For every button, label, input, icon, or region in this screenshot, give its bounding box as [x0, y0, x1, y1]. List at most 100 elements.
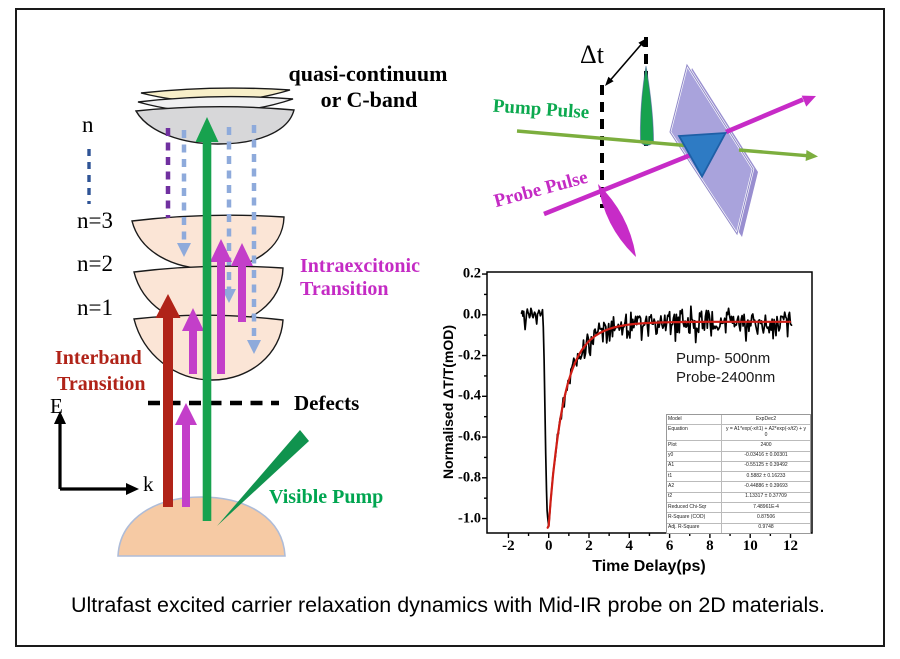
y-tick-label: 0.2: [462, 265, 481, 282]
relaxation-arrow-3: [247, 125, 261, 354]
energy-level-diagram: [54, 87, 309, 557]
fit-table-row: Plot 2400: [667, 440, 810, 451]
chart-plot-box: [486, 271, 813, 534]
series-ExpDec2-fit: [546, 320, 792, 529]
sample-crystal: [677, 131, 728, 179]
fit-table-value: -0.03416 ± 0.00301: [744, 452, 788, 459]
x-tick-label: 2: [585, 538, 593, 554]
fit-table-param: A2: [667, 482, 722, 492]
quasi-continuum-label-line1: quasi-continuum: [288, 61, 448, 86]
fit-table-value: -0.44886 ± 0.39693: [744, 482, 788, 489]
ground-state-dome: [117, 496, 286, 557]
n2-label: n=2: [77, 251, 113, 276]
x-tick-label: 10: [742, 538, 758, 554]
pump-beam-in: [516, 129, 704, 149]
chart-series: [520, 305, 793, 529]
momentum-axis-arrowhead: [126, 483, 139, 495]
delta-t-arrow: [605, 38, 647, 86]
x-tick-label: -2: [502, 538, 515, 554]
fit-table-param: Plot: [667, 441, 722, 451]
fit-table-row: Equation y = A1*exp(-x/t1) + A2*exp(-x/t2…: [667, 424, 810, 441]
fit-table-value: y = A1*exp(-x/t1) + A2*exp(-x/t2) + y0: [726, 425, 806, 439]
n1-label: n=1: [77, 295, 113, 320]
probe-pulse-envelope: [598, 184, 636, 257]
fit-table-row: Reduced Chi-Sqr 7.48961E-4: [667, 502, 810, 513]
defects-label: Defects: [294, 391, 360, 415]
fit-table-param: Model: [667, 415, 722, 425]
fit-table-param: R-Square (COD): [667, 513, 722, 523]
x-axis-title: Time Delay(ps): [592, 558, 706, 575]
relaxation-arrow-1: [177, 130, 191, 257]
visible-pump-beam: [217, 430, 309, 526]
fit-table-param: t1: [667, 472, 722, 482]
y-tick-label: 0.0: [462, 306, 481, 323]
fit-table-row: Model ExpDec2: [667, 415, 810, 425]
fit-table-value: -0.55125 ± 0.39492: [744, 462, 788, 469]
interband-label-line1: Interband: [55, 347, 142, 369]
x-tick-label: 0: [544, 538, 553, 554]
momentum-axis-label: k: [143, 472, 154, 496]
x-tick-label: 8: [706, 538, 714, 554]
energy-axis-label: E: [50, 394, 63, 418]
energy-momentum-axes: [58, 421, 129, 491]
y-tick-label: -0.6: [458, 428, 481, 445]
fit-table-row: y0 -0.03416 ± 0.00301: [667, 450, 810, 461]
fit-table-value: 0.5882 ± 0.16233: [746, 472, 786, 479]
y-tick-label: -0.2: [458, 347, 481, 364]
figure-border-frame: [15, 8, 885, 647]
chart-annotation-line1: Pump- 500nm: [676, 350, 771, 367]
sample-sheet-front-outline: [669, 63, 754, 236]
fit-table-row: A1 -0.55125 ± 0.39492: [667, 460, 810, 472]
fit-table-param: Reduced Chi-Sqr: [667, 503, 722, 513]
intraexcitonic-label-line2: Transition: [300, 278, 389, 300]
y-axis-title: Normalised ΔT/T(mOD): [440, 325, 456, 479]
interband-label-line2: Transition: [57, 373, 146, 395]
intraexcitonic-arrow-3: [231, 243, 253, 322]
visible-pump-label: Visible Pump: [269, 486, 384, 508]
pump-pulse-envelope: [639, 65, 655, 146]
y-tick-label: -0.4: [458, 387, 481, 404]
fit-table-value: 1.13317 ± 0.37709: [745, 493, 787, 500]
fit-table-param: t2: [667, 492, 722, 503]
pump-probe-schematic: [516, 37, 818, 257]
fit-table-value: 0.87506: [756, 513, 776, 520]
decay-chart: [482, 271, 813, 538]
pump-beam-out: [738, 148, 818, 161]
fit-table-row: A2 -0.44886 ± 0.39693: [667, 481, 810, 492]
fit-table-row: Adj. R-Square 0.9748: [667, 522, 810, 533]
fit-table-value: 2400: [760, 441, 772, 448]
chart-annotation-line2: Probe-2400nm: [676, 369, 776, 386]
fit-table-row: R-Square (COD) 0.87506: [667, 512, 810, 523]
quasi-continuum-label-line2: or C-band: [320, 87, 418, 112]
x-tick-label: 4: [625, 538, 634, 554]
probe-beam-in: [543, 147, 704, 217]
intraexcitonic-arrow-1: [182, 308, 204, 374]
fit-table-param: y0: [667, 451, 722, 461]
x-tick-label: 12: [783, 538, 798, 554]
intraexcitonic-label-line1: Intraexcitonic: [300, 255, 420, 277]
continuum-band-gray: [134, 106, 295, 145]
fit-table-param: Adj. R-Square: [667, 523, 722, 533]
fit-table-value: ExpDec2: [755, 415, 777, 422]
fit-table-row: t1 0.5882 ± 0.16233: [667, 471, 810, 482]
n3-label: n=3: [77, 208, 113, 233]
probe-beam-out: [725, 95, 816, 135]
pump-excitation-arrow: [195, 117, 219, 521]
delta-t-label: Δt: [580, 40, 604, 69]
fit-table-value: 7.48961E-4: [753, 503, 779, 510]
fit-table-value: 0.9748: [758, 524, 774, 531]
defect-transition-arrow: [175, 403, 197, 507]
chart-ticks: [482, 273, 792, 538]
figure-caption: Ultrafast excited carrier relaxation dyn…: [71, 593, 825, 617]
intraexcitonic-arrow-2: [210, 239, 232, 374]
x-tick-label: 6: [665, 538, 674, 554]
y-tick-label: -1.0: [458, 510, 481, 527]
fit-table-param: Equation: [667, 425, 722, 441]
n-label: n: [82, 112, 94, 137]
interband-transition-arrow: [155, 294, 181, 507]
y-tick-label: -0.8: [458, 469, 481, 486]
fit-table-param: A1: [667, 461, 722, 472]
